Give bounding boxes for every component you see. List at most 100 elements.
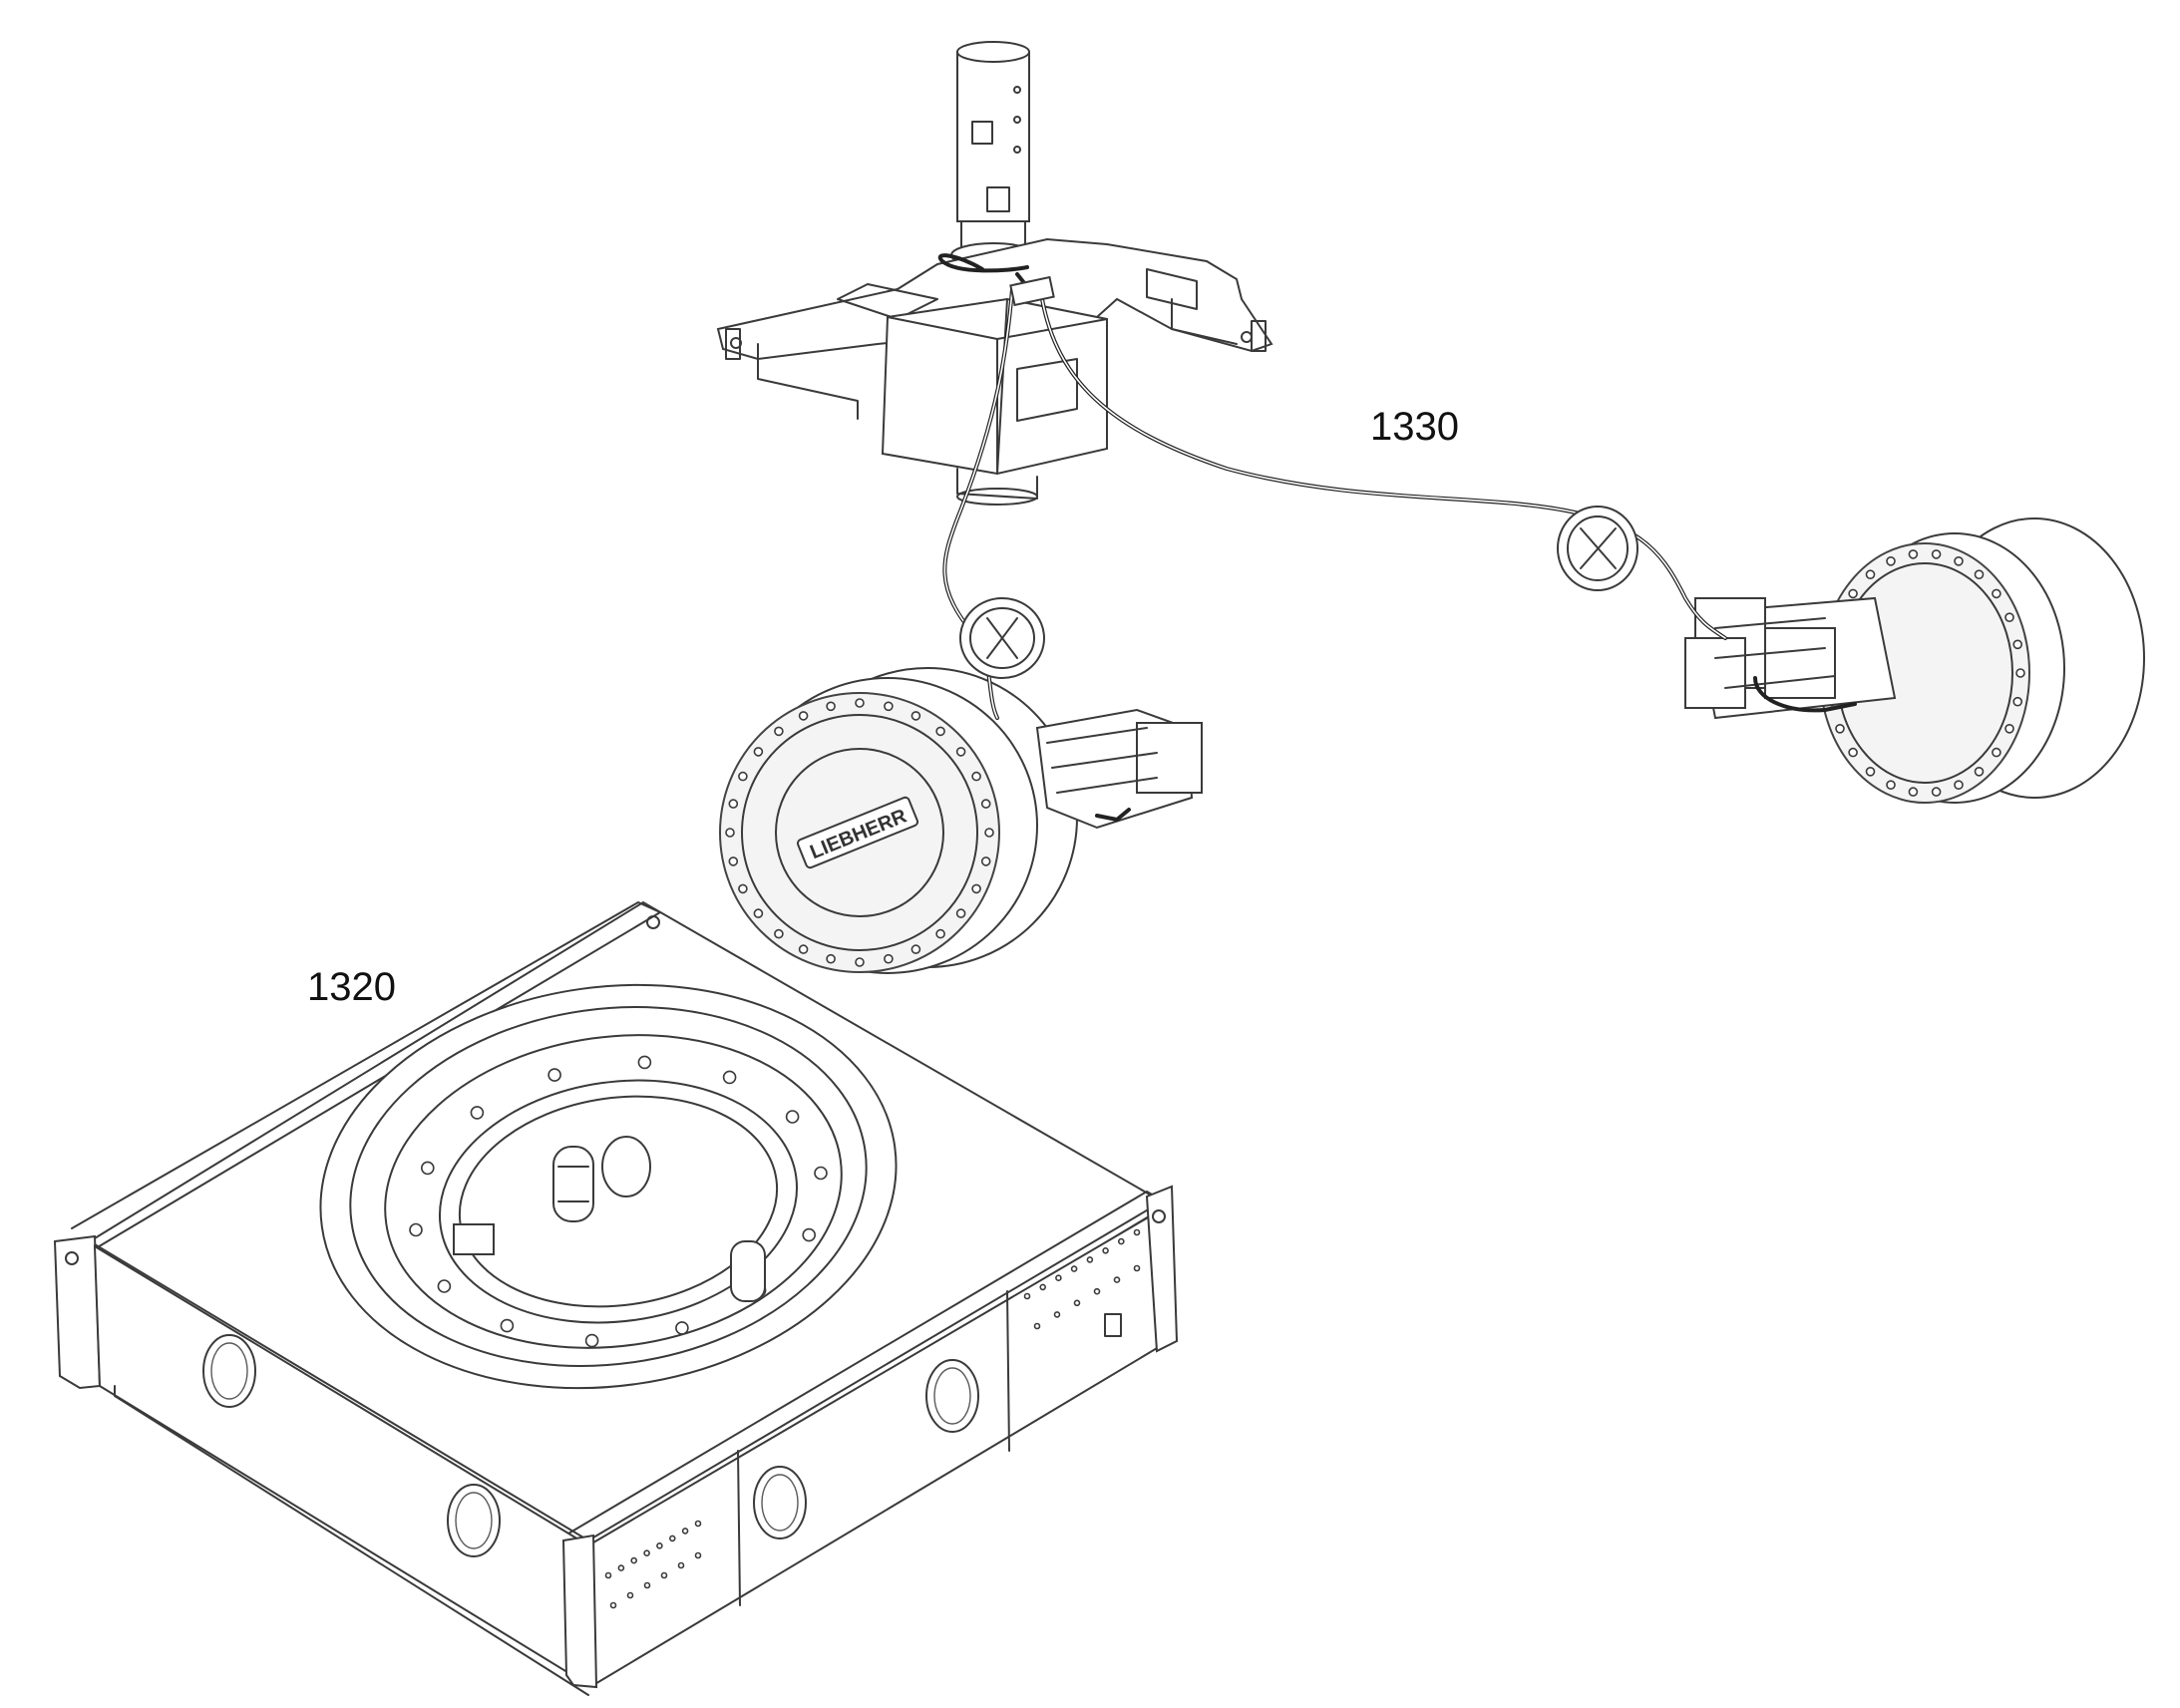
callout-1330: 1330 <box>1370 405 1459 449</box>
bolt-hole <box>1908 787 1919 797</box>
bolt-hole <box>1992 747 2001 758</box>
bolt-hole <box>971 771 981 782</box>
left-drive-bolt-circle <box>725 698 994 967</box>
bolt-hole <box>855 698 865 708</box>
bolt-hole <box>1992 588 2001 599</box>
edge-bolt <box>656 1542 663 1549</box>
bolt-hole <box>884 701 894 712</box>
edge-bolt <box>643 1581 651 1589</box>
edge-bolt <box>1093 1287 1101 1295</box>
bolt-hole <box>1931 549 1942 559</box>
bolt-hole <box>2004 612 2014 623</box>
bolt-hole <box>774 726 784 737</box>
bolt-hole <box>728 799 739 809</box>
edge-bolt <box>1055 1274 1062 1281</box>
undercarriage-frame-1320 <box>53 900 1179 1696</box>
bolt-hole <box>2004 723 2014 734</box>
slewing-ring-bolts <box>409 1055 828 1348</box>
edge-bolt <box>630 1556 638 1564</box>
bolt-hole <box>814 1166 828 1181</box>
edge-bolt <box>626 1591 634 1599</box>
bolt-hole <box>1974 766 1985 777</box>
bolt-hole <box>980 799 991 809</box>
bolt-hole <box>955 747 966 757</box>
edge-bolt <box>660 1571 668 1579</box>
bolt-hole <box>910 944 921 954</box>
left-slew-drive: LIEBHERR <box>719 667 1203 974</box>
bolt-hole <box>753 747 764 757</box>
edge-bolt <box>1033 1322 1041 1330</box>
bolt-hole <box>1954 555 1964 566</box>
bolt-hole <box>738 771 748 782</box>
bolt-hole <box>984 828 994 838</box>
edge-bolt <box>1086 1256 1094 1263</box>
edge-bolt <box>1039 1283 1046 1291</box>
bolt-hole <box>1886 780 1896 791</box>
edge-bolt <box>1133 1228 1141 1236</box>
bolt-hole <box>753 908 764 918</box>
bolt-hole <box>437 1279 452 1293</box>
bolt-hole <box>955 908 966 918</box>
bolt-hole <box>774 928 784 939</box>
bolt-hole <box>1865 766 1876 777</box>
bolt-hole <box>725 828 735 838</box>
bolt-hole <box>547 1068 561 1082</box>
bolt-hole <box>935 726 945 737</box>
edge-bolt <box>1113 1276 1121 1283</box>
bolt-hole <box>826 701 836 712</box>
right-slew-drive <box>1684 517 2145 804</box>
bolt-hole <box>2012 639 2022 650</box>
edge-bolt <box>1073 1299 1081 1307</box>
edge-bolt <box>1053 1311 1061 1318</box>
edge-bolt <box>609 1601 617 1609</box>
bolt-hole <box>470 1106 485 1120</box>
bolt-hole <box>722 1070 737 1085</box>
bolt-hole <box>935 928 945 939</box>
bolt-hole <box>910 711 921 721</box>
callout-1320: 1320 <box>307 965 396 1009</box>
bolt-hole <box>798 711 809 721</box>
edge-bolt <box>1133 1264 1141 1272</box>
bolt-hole <box>785 1110 800 1124</box>
edge-bolt <box>1102 1247 1109 1254</box>
upper-mount-bracket <box>716 237 1273 420</box>
bolt-hole <box>409 1222 423 1237</box>
bolt-hole <box>1865 569 1876 580</box>
bolt-hole <box>2012 696 2022 707</box>
edge-bolt <box>617 1564 625 1571</box>
bolt-hole <box>728 856 739 866</box>
bolt-hole <box>1931 787 1942 797</box>
frame-edge-bolt-rows <box>604 1228 1141 1609</box>
bolt-hole <box>1908 549 1919 559</box>
edge-bolt <box>643 1549 650 1556</box>
edge-bolt <box>681 1528 689 1535</box>
left-flange-gland <box>959 597 1045 679</box>
edge-bolt <box>668 1535 676 1542</box>
edge-bolt <box>677 1561 685 1569</box>
rotary-joint-column <box>950 41 1036 268</box>
bolt-hole <box>420 1161 435 1176</box>
bolt-hole <box>798 944 809 954</box>
bolt-hole <box>855 957 865 967</box>
bolt-hole <box>1848 588 1858 599</box>
bolt-hole <box>980 856 991 866</box>
bolt-hole <box>500 1318 515 1333</box>
bolt-hole <box>1835 723 1845 734</box>
bolt-hole <box>1848 747 1858 758</box>
bolt-hole <box>1954 780 1964 791</box>
right-flange-gland <box>1557 506 1638 591</box>
bolt-hole <box>826 953 836 964</box>
gearbox-housing <box>881 297 1108 506</box>
bolt-hole <box>637 1055 652 1070</box>
edge-bolt <box>1023 1292 1031 1300</box>
bolt-hole <box>584 1333 599 1348</box>
bolt-hole <box>1886 555 1896 566</box>
bolt-hole <box>2015 668 2025 678</box>
edge-bolt <box>694 1551 702 1559</box>
bolt-hole <box>1974 569 1985 580</box>
edge-bolt <box>694 1520 702 1528</box>
bolt-hole <box>738 883 748 894</box>
edge-bolt <box>604 1571 612 1579</box>
edge-bolt <box>1118 1237 1125 1245</box>
